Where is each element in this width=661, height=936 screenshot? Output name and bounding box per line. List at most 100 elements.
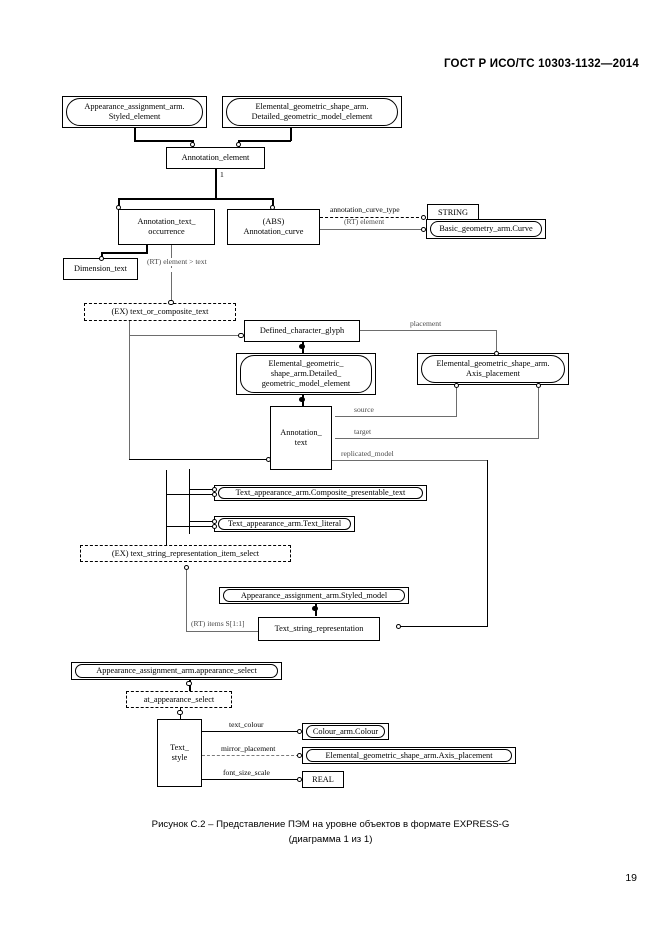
entity-label: (ABS)Annotation_curve — [243, 217, 304, 236]
connector — [496, 330, 497, 354]
connector — [146, 245, 149, 253]
entity-label: Appearance_assignment_arm.Styled_element — [84, 102, 185, 121]
connector-dashed — [202, 755, 299, 756]
entity-label: Text_appearance_arm.Text_literal — [227, 519, 342, 529]
connector — [189, 521, 214, 522]
document-header: ГОСТ Р ИСО/ТС 10303-1132—2014 — [443, 58, 639, 70]
connector — [360, 330, 497, 331]
connector — [101, 252, 148, 255]
entity-text-literal[interactable]: Text_appearance_arm.Text_literal — [214, 516, 355, 532]
entity-label: Text_style — [170, 743, 189, 762]
connector — [538, 388, 539, 439]
entity-axis-placement-bottom[interactable]: Elemental_geometric_shape_arm.Axis_place… — [302, 747, 516, 764]
entity-defined-character-glyph[interactable]: Defined_character_glyph — [244, 320, 360, 342]
connector — [129, 321, 130, 336]
entity-label: Elemental_geometric_shape_arm.Detailed_g… — [261, 359, 351, 388]
entity-elemental-geometric-shape-detailed-model[interactable]: Elemental_geometric_shape_arm.Detailed_g… — [222, 96, 402, 128]
connector — [129, 335, 241, 336]
entity-appearance-select[interactable]: Appearance_assignment_arm.appearance_sel… — [71, 662, 282, 680]
connector — [171, 245, 172, 268]
entity-annotation-text-occurrence[interactable]: Annotation_text_occurrence — [118, 209, 215, 245]
connector — [290, 128, 293, 141]
connector-dashed — [320, 217, 424, 218]
connector — [129, 459, 268, 460]
relationship-circle — [395, 623, 401, 629]
entity-annotation-curve[interactable]: (ABS)Annotation_curve — [227, 209, 320, 245]
connector — [399, 626, 488, 627]
relationship-circle — [265, 456, 271, 462]
entity-label: Basic_geometry_arm.Curve — [439, 224, 533, 234]
entity-label: Elemental_geometric_shape_arm.Axis_place… — [436, 359, 550, 378]
connector — [335, 438, 539, 439]
connector — [456, 388, 457, 417]
relationship-circle — [168, 300, 174, 306]
connector — [189, 469, 190, 534]
entity-basic-geometry-curve[interactable]: Basic_geometry_arm.Curve — [426, 219, 546, 239]
select-text-or-composite-text[interactable]: (EX) text_or_composite_text — [84, 303, 236, 321]
relationship-label: text_colour — [228, 720, 265, 730]
relationship-circle — [177, 709, 183, 715]
relationship-label: source — [353, 405, 375, 415]
connector — [215, 169, 218, 200]
relationship-label: (RT) element — [343, 217, 386, 227]
connector — [118, 198, 274, 201]
relationship-circle-filled — [299, 397, 305, 403]
relationship-label: annotation_curve_type — [329, 205, 401, 215]
entity-label: Dimension_text — [73, 264, 127, 274]
connector — [166, 526, 214, 527]
relationship-circle — [296, 752, 302, 758]
entity-styled-model[interactable]: Appearance_assignment_arm.Styled_model — [219, 587, 409, 604]
entity-annotation-element[interactable]: Annotation_element — [166, 147, 265, 169]
relationship-circle-filled — [299, 344, 305, 350]
entity-label: Appearance_assignment_arm.Styled_model — [240, 590, 388, 600]
type-real[interactable]: REAL — [302, 771, 344, 788]
connector — [186, 570, 187, 632]
relationship-label: font_size_scale — [222, 768, 271, 778]
select-label: (EX) text_or_composite_text — [111, 307, 209, 317]
relationship-label: replicated_model — [340, 449, 395, 459]
entity-egsa-axis-placement[interactable]: Elemental_geometric_shape_arm.Axis_place… — [417, 353, 569, 385]
relationship-label: target — [353, 427, 373, 437]
connector — [186, 631, 258, 632]
select-label: at_appearance_select — [143, 694, 215, 704]
entity-colour[interactable]: Colour_arm.Colour — [302, 723, 389, 740]
entity-composite-presentable-text[interactable]: Text_appearance_arm.Composite_presentabl… — [214, 485, 427, 501]
page-number: 19 — [625, 872, 637, 884]
relationship-label: placement — [409, 319, 443, 329]
entity-text-string-representation[interactable]: Text_string_representation — [258, 617, 380, 641]
relationship-label: mirror_placement — [220, 744, 277, 754]
entity-dimension-text[interactable]: Dimension_text — [63, 258, 138, 280]
entity-label: Colour_arm.Colour — [312, 726, 379, 736]
relationship-label: (RT) element > text — [146, 257, 208, 267]
entity-label: Annotation_text_occurrence — [137, 217, 196, 236]
entity-label: Defined_character_glyph — [259, 326, 345, 336]
select-text-string-representation-item[interactable]: (EX) text_string_representation_item_sel… — [80, 545, 291, 562]
select-label: (EX) text_string_representation_item_sel… — [111, 548, 260, 558]
relationship-circle — [115, 205, 121, 211]
connector — [166, 494, 214, 495]
connector — [134, 140, 194, 143]
entity-label: Elemental_geometric_shape_arm.Axis_place… — [325, 750, 493, 760]
entity-label: Annotation_element — [181, 153, 250, 163]
type-label: REAL — [312, 774, 334, 784]
connector — [134, 128, 137, 141]
figure-caption-line2: (диаграмма 1 из 1) — [288, 834, 373, 845]
entity-annotation-text[interactable]: Annotation_text — [270, 406, 332, 470]
relationship-circle — [186, 681, 192, 687]
entity-appearance-assignment-styled-element[interactable]: Appearance_assignment_arm.Styled_element — [62, 96, 207, 128]
relationship-circle — [296, 776, 302, 782]
relationship-circle — [98, 256, 104, 262]
relationship-circle — [535, 382, 541, 388]
relationship-circle — [211, 523, 217, 529]
connector — [320, 229, 423, 230]
relationship-circle — [420, 226, 426, 232]
entity-text-style[interactable]: Text_style — [157, 719, 202, 787]
relationship-circle — [235, 142, 241, 148]
entity-label: Annotation_text — [280, 428, 322, 447]
connector — [171, 272, 172, 304]
entity-egsa-detailed-geometric-model-element[interactable]: Elemental_geometric_shape_arm.Detailed_g… — [236, 353, 376, 395]
select-at-appearance-select[interactable]: at_appearance_select — [126, 691, 232, 708]
relationship-circle-filled — [312, 606, 318, 612]
entity-label: Elemental_geometric_shape_arm.Detailed_g… — [251, 102, 373, 121]
